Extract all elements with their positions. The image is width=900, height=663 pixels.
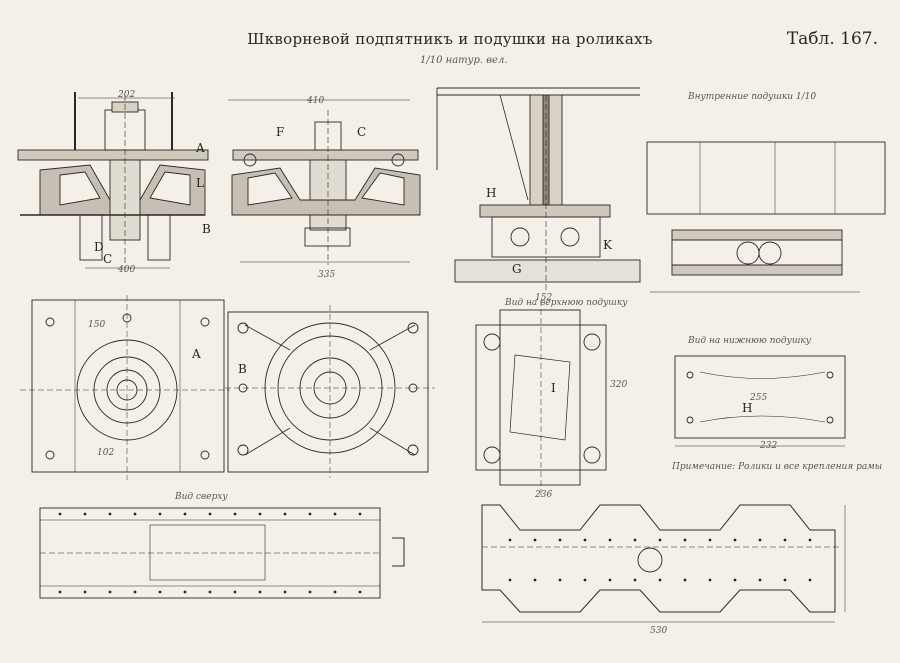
note-caption: Примечание: Ролики и все крепления рамы (672, 462, 883, 472)
bolster-with-beam (436, 87, 641, 290)
view-label-F: F (276, 125, 285, 139)
beam-view-caption: Вид сверху (175, 492, 228, 502)
scale-note: 1/10 натур. вел. (420, 55, 508, 66)
view-label-H-top: H (486, 186, 497, 200)
dimension-label: 400 (118, 265, 136, 275)
view-label-G: G (512, 262, 522, 276)
view-label-C-left: C (103, 252, 113, 266)
view-label-D: D (94, 240, 104, 254)
dimension-label: 232 (760, 441, 778, 451)
view-label-I: I (551, 381, 556, 395)
view-label-B-top: B (202, 222, 211, 236)
dimension-label: 102 (97, 448, 115, 458)
lower-pad-caption: Вид на нижнюю подушку (688, 336, 811, 346)
view-label-K: K (603, 238, 612, 252)
view-label-H-plan: H (742, 401, 753, 415)
dimension-label: 320 (610, 380, 628, 390)
upper-pad-plan-I (475, 300, 607, 495)
dimension-label: 255 (750, 393, 768, 403)
pad-section-side (228, 99, 421, 265)
upper-pad-caption: Вид на верхнюю подушку (505, 298, 628, 308)
dimension-label: 335 (318, 270, 336, 280)
bearing-plate-plan-B (225, 305, 435, 478)
view-label-C-right: C (357, 125, 367, 139)
bolster-beam-plan (39, 507, 405, 599)
roller-pad-elevation (646, 141, 886, 293)
dimension-label: 236 (535, 490, 553, 500)
side-frame-plate (481, 504, 846, 623)
drawing-title: Шкворневой подпятникъ и подушки на ролик… (247, 30, 653, 48)
dimension-label: 530 (650, 626, 668, 636)
lower-pad-plan-H (674, 355, 846, 447)
view-label-B-plan: B (238, 362, 247, 376)
roller-pad-caption: Внутренние подушки 1/10 (688, 92, 817, 102)
view-label-L: L (196, 176, 204, 190)
pivot-bearing-section (17, 92, 209, 275)
table-number: Табл. 167. (786, 29, 878, 49)
dimension-label: 202 (118, 90, 136, 100)
dimension-label: 152 (535, 293, 553, 303)
bearing-plate-plan-A (20, 295, 230, 480)
view-label-A-plan: A (192, 347, 201, 361)
dimension-label: 410 (307, 96, 325, 106)
dimension-label: 150 (88, 320, 106, 330)
view-label-A-top: A (196, 141, 205, 155)
